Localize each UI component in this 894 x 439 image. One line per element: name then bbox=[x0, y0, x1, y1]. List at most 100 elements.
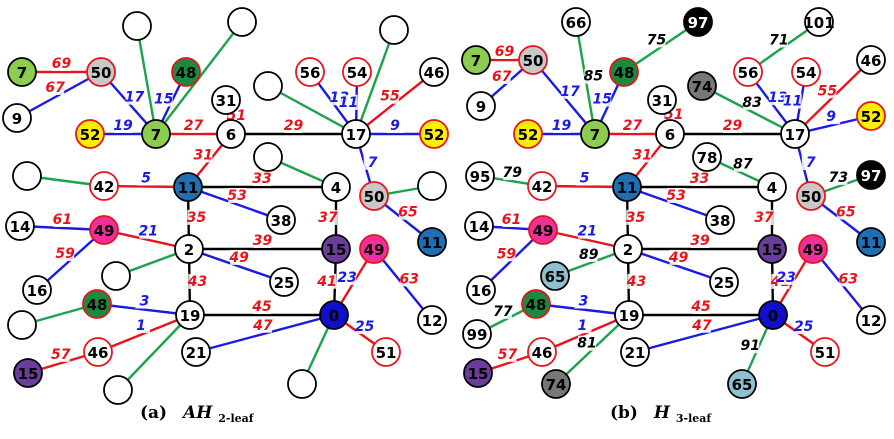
caption-b: (b) H 3-leaf bbox=[610, 403, 712, 425]
edge-label-bg bbox=[338, 269, 357, 285]
graph-node bbox=[856, 101, 886, 131]
node-label: 9 bbox=[12, 110, 22, 128]
graph-node bbox=[521, 289, 551, 319]
node-label: 0 bbox=[329, 307, 339, 325]
node-label: 42 bbox=[532, 178, 553, 196]
graph-node bbox=[7, 310, 37, 340]
graph-node bbox=[791, 57, 821, 87]
graph-node bbox=[758, 300, 788, 330]
edge-weight-label: 29 bbox=[284, 118, 304, 134]
node-label: 65 bbox=[732, 376, 753, 394]
graph-node bbox=[466, 275, 496, 305]
node-label: 21 bbox=[186, 344, 207, 362]
node-label: 46 bbox=[532, 344, 553, 362]
graph-node bbox=[804, 7, 834, 37]
node-label: 0 bbox=[768, 307, 778, 325]
graph-node bbox=[527, 337, 557, 367]
graph-node bbox=[83, 337, 113, 367]
graph-node bbox=[518, 45, 548, 75]
edge-label-bg bbox=[575, 170, 594, 186]
edge-weight-label: 69 bbox=[52, 56, 72, 72]
edge-label-bg bbox=[53, 212, 72, 228]
edge-weight-label: 21 bbox=[139, 224, 158, 240]
graph-node bbox=[174, 234, 204, 264]
edge-label-bg bbox=[381, 88, 400, 104]
node-label: 78 bbox=[697, 149, 718, 167]
graph-node bbox=[227, 7, 257, 37]
edge-label-bg bbox=[386, 118, 404, 133]
edge-weight-label: 91 bbox=[740, 338, 759, 354]
graph-node bbox=[371, 337, 401, 367]
edge-weight-label: 41 bbox=[316, 274, 336, 290]
edge-weight-label: 7 bbox=[806, 155, 816, 171]
edge-label-bg bbox=[125, 89, 144, 105]
node-label: 42 bbox=[94, 178, 115, 196]
graph-node bbox=[683, 7, 713, 37]
edge-weight-label: 23 bbox=[776, 270, 795, 286]
graph-node bbox=[122, 11, 152, 41]
edge-weight-label: 11 bbox=[339, 95, 358, 111]
edge-label-bg bbox=[573, 318, 592, 334]
edge-weight-label: 43 bbox=[626, 274, 646, 290]
node-label: 74 bbox=[546, 376, 567, 394]
edge-weight-label: 17 bbox=[125, 90, 145, 106]
edge-label-bg bbox=[253, 299, 271, 314]
edge-label-bg bbox=[584, 68, 603, 84]
edge-weight-label: 37 bbox=[754, 210, 774, 226]
graph-node bbox=[13, 358, 43, 388]
graph-node bbox=[527, 171, 557, 201]
edge-weight-label: 1 bbox=[577, 318, 587, 334]
node-label: 2 bbox=[623, 241, 633, 259]
edge-label-bg bbox=[801, 155, 820, 171]
edge-weight-label: 27 bbox=[623, 118, 643, 134]
node-label: 46 bbox=[861, 52, 882, 70]
node-label: 15 bbox=[762, 241, 783, 259]
edge-label-bg bbox=[818, 83, 837, 99]
node-label: 19 bbox=[619, 307, 640, 325]
edge-label-bg bbox=[135, 293, 154, 309]
edge-weight-label: 57 bbox=[498, 347, 518, 363]
edge-label-bg bbox=[253, 233, 272, 248]
edge-weight-label: 39 bbox=[690, 233, 710, 249]
graph-node bbox=[75, 119, 105, 149]
node-label: 7 bbox=[590, 126, 600, 144]
node-label: 49 bbox=[533, 222, 554, 240]
node-label: 52 bbox=[518, 126, 539, 144]
graph-node bbox=[561, 7, 591, 37]
graph-node bbox=[513, 119, 543, 149]
graph-node bbox=[82, 289, 112, 319]
node-label: 15 bbox=[326, 241, 347, 259]
node-label: 48 bbox=[87, 296, 108, 314]
edge-label-bg bbox=[228, 187, 247, 203]
edge-label-bg bbox=[627, 273, 646, 289]
edge-n2-n25 bbox=[627, 247, 725, 284]
graph-node bbox=[175, 300, 205, 330]
graph-node bbox=[466, 91, 496, 121]
node-label: 50 bbox=[364, 188, 385, 206]
node-label: 7 bbox=[151, 126, 161, 144]
edge-label-bg bbox=[667, 187, 686, 203]
caption-a: (a) AH 2-leaf bbox=[140, 403, 255, 425]
edge-weight-label: 39 bbox=[253, 233, 273, 249]
edge-label-bg bbox=[552, 118, 571, 133]
edge-n21-n0 bbox=[634, 313, 774, 354]
edge-weight-label: 47 bbox=[252, 318, 273, 334]
edge-label-bg bbox=[691, 233, 709, 248]
node-label: 6 bbox=[226, 126, 236, 144]
graph-node bbox=[101, 261, 131, 291]
graph-node bbox=[612, 172, 642, 202]
edge-label-bg bbox=[768, 90, 787, 106]
edge-label-bg bbox=[187, 209, 206, 225]
edge-label-bg bbox=[574, 293, 593, 309]
node-label: 15 bbox=[468, 365, 489, 383]
edge-label-bg bbox=[836, 204, 855, 220]
edge-weight-label: 81 bbox=[577, 336, 596, 352]
edge-weight-label: 49 bbox=[668, 250, 689, 266]
edge-weight-label: 31 bbox=[194, 147, 213, 163]
edge-label-bg bbox=[398, 204, 417, 220]
graph-node bbox=[647, 85, 677, 115]
edge-label-bg bbox=[839, 271, 858, 287]
node-label: 21 bbox=[625, 344, 646, 362]
graph-node bbox=[856, 305, 886, 335]
